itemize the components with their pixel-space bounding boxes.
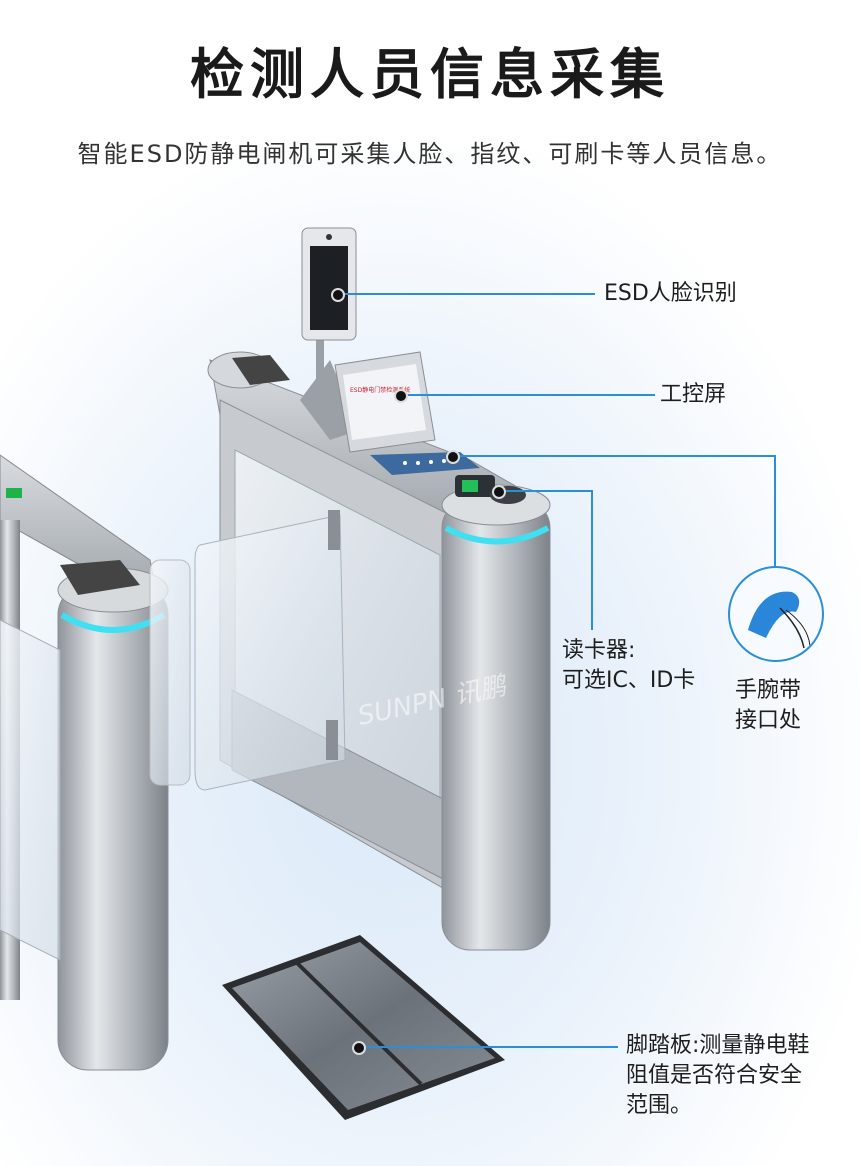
main-turnstile: ESD静电门禁检测系统 SUNPN 讯鹏 [194,227,551,951]
wrist-strap-image [728,566,824,662]
callout-card-reader-line2: 可选IC、ID卡 [562,668,696,693]
card-reader-marker [492,485,506,499]
wrist-strap-icon [748,591,811,649]
callout-lines [337,293,776,1048]
callout-pedal-line1: 脚踏板:测量静电鞋 [626,1033,810,1058]
callout-wrist-line1: 手腕带 [735,678,802,703]
wrist-port-marker [446,450,460,464]
foot-pedal [222,935,505,1120]
pedal-marker [352,1041,366,1055]
callout-wrist-line2: 接口处 [735,708,802,733]
callout-pedal-line2: 阻值是否符合安全 [626,1063,803,1088]
callout-card-reader: 读卡器: 可选IC、ID卡 [562,636,695,696]
callout-pedal: 脚踏板:测量静电鞋 阻值是否符合安全 范围。 [626,1031,809,1121]
callout-face: ESD人脸识别 [604,281,737,306]
callout-card-reader-line1: 读卡器: [562,638,636,663]
left-turnstile [0,454,191,1071]
callout-wrist: 手腕带 接口处 [735,676,801,736]
callout-screen: 工控屏 [660,382,727,407]
screen-marker [394,389,408,403]
callout-pedal-line3: 范围。 [626,1093,693,1118]
face-marker [331,288,345,302]
svg-text:ESD静电门禁检测系统: ESD静电门禁检测系统 [350,386,410,394]
page-subtitle: 智能ESD防静电闸机可采集人脸、指纹、可刷卡等人员信息。 [77,140,783,168]
page-title: 检测人员信息采集 [190,43,670,106]
